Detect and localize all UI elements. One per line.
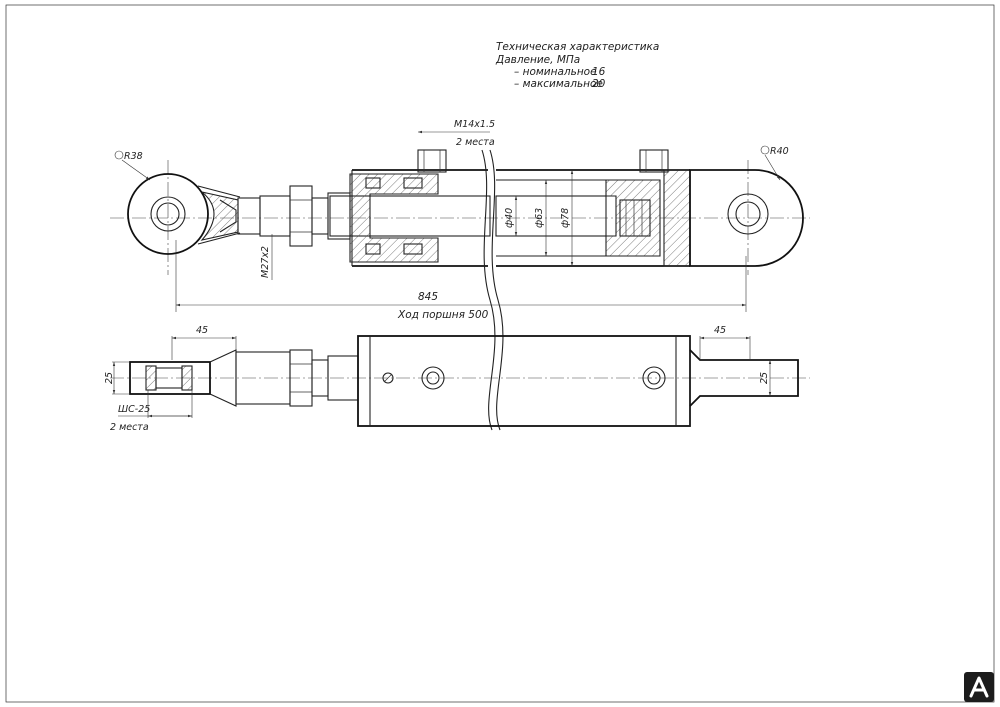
hydraulic-port-1 xyxy=(417,149,447,173)
cylinder-barrel xyxy=(495,169,690,267)
dim-left-width: 25 xyxy=(104,372,115,384)
left-fork xyxy=(129,349,237,407)
dim-right-offset: 45 xyxy=(714,325,726,336)
dim-radius-right: R40 xyxy=(770,146,789,157)
dim-stroke: Ход поршня 500 xyxy=(397,309,489,321)
dim-rod-thread: M27х2 xyxy=(260,246,271,278)
brand-logo xyxy=(964,672,994,702)
right-mount-eye xyxy=(689,169,804,267)
dim-bore-outer: ф78 xyxy=(560,208,571,228)
port-plan-1 xyxy=(421,366,445,390)
barrel-plan xyxy=(357,335,691,427)
spec-nominal-label: – номинальное xyxy=(514,66,597,78)
left-rod-eye xyxy=(127,173,241,255)
rod-end-fittings xyxy=(237,185,351,247)
set-screw xyxy=(382,372,394,384)
end-cap xyxy=(663,169,691,267)
drawing-frame xyxy=(5,4,995,703)
break-line xyxy=(481,149,496,431)
spec-pressure: Давление, МПа xyxy=(495,54,580,66)
plan-dimensions: 45 45 25 25 ШС-25 2 места xyxy=(104,325,772,433)
rod-gland xyxy=(349,169,488,267)
dim-port-places: 2 места xyxy=(456,137,495,148)
dim-bore-inner: ф63 xyxy=(534,208,545,228)
dim-total-length: 845 xyxy=(418,291,438,303)
dim-port-thread: M14х1.5 xyxy=(454,119,495,130)
cylinder-section-view xyxy=(110,149,810,431)
dim-left-offset: 45 xyxy=(196,325,208,336)
port-plan-2 xyxy=(642,366,666,390)
spec-nominal-value: 16 xyxy=(592,66,606,78)
piston-rod xyxy=(329,195,491,237)
dim-bearing: ШС-25 xyxy=(118,404,150,415)
spec-max-label: – максимальное xyxy=(514,78,603,90)
spec-max-value: 20 xyxy=(592,78,606,90)
dim-right-width: 25 xyxy=(759,372,770,384)
dim-bearing-places: 2 места xyxy=(110,422,149,433)
section-dimensions: M14х1.5 2 места R38 R40 M27х2 ф40 ф63 ф7… xyxy=(114,119,789,321)
break-line-2 xyxy=(489,149,504,431)
piston xyxy=(605,179,661,257)
dim-rod-dia: ф40 xyxy=(504,208,515,228)
right-tongue xyxy=(689,349,799,407)
spec-title: Техническая характеристика xyxy=(496,41,659,53)
spec-block: Техническая характеристика Давление, МПа… xyxy=(495,41,659,90)
hydraulic-port-2 xyxy=(639,149,669,173)
dim-radius-left: R38 xyxy=(124,151,143,162)
cylinder-plan-view xyxy=(110,335,810,427)
